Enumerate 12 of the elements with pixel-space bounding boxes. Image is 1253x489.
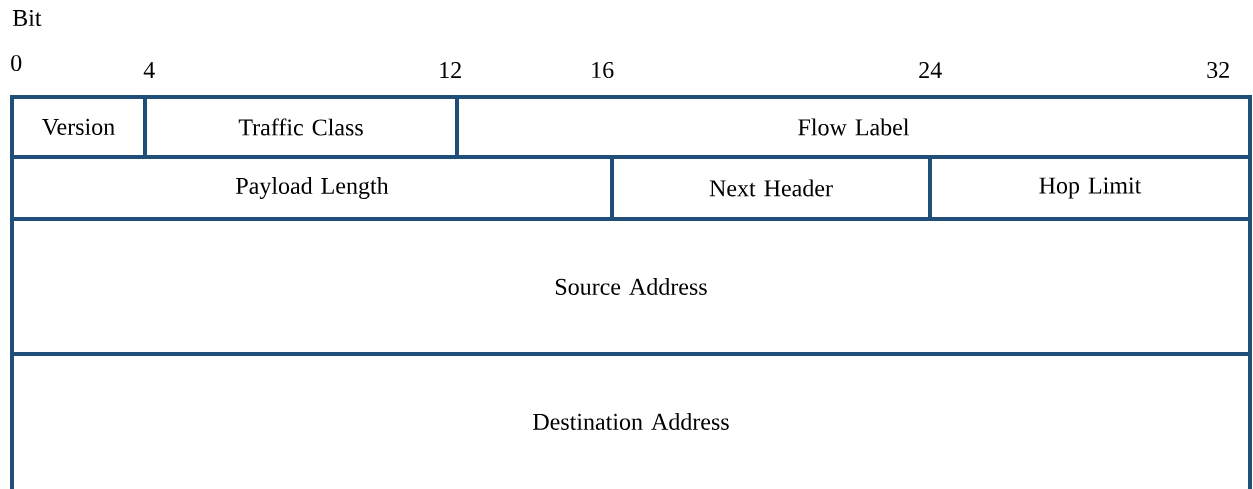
axis-title: Bit xyxy=(12,9,42,27)
field-cell: Destination Address xyxy=(10,352,1252,489)
field-cell: Source Address xyxy=(10,217,1252,356)
bit-number: 0 xyxy=(11,54,22,72)
bit-number: 4 xyxy=(143,62,155,78)
field-cell: Version xyxy=(10,95,147,159)
field-cell: Next Header xyxy=(610,155,932,221)
field-cell: Payload Length xyxy=(10,155,614,221)
bit-number: 12 xyxy=(440,62,461,78)
field-cell: Flow Label xyxy=(455,95,1252,159)
field-cell: Hop Limit xyxy=(928,155,1252,221)
field-cell: Traffic Class xyxy=(143,95,459,159)
